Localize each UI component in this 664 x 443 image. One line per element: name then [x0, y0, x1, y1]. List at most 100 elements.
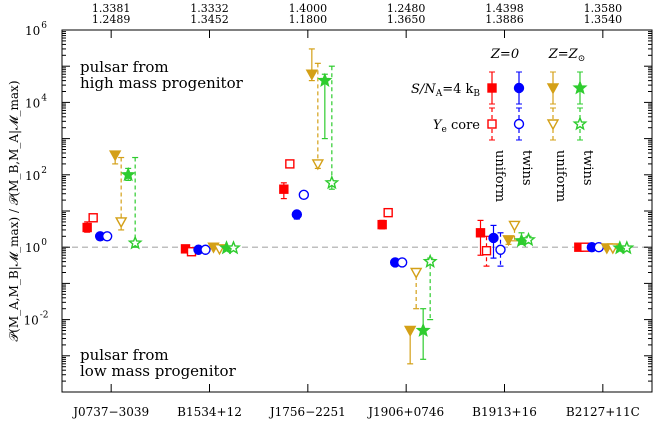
data-point: [311, 159, 325, 171]
data-point: [619, 240, 635, 255]
legend-zsun-header: Z=Z⊙: [548, 47, 586, 64]
data-point: [114, 217, 128, 229]
data-point: [225, 240, 242, 255]
y-axis-label: 𝒫(M_A,M_B|𝓜_max) / 𝒫(M_B,M_A|𝓜_max): [7, 80, 21, 341]
legend-marker: [546, 83, 560, 95]
data-point: [502, 235, 515, 247]
annotation-high-line2: high mass progenitor: [80, 74, 244, 92]
data-marks: [82, 48, 635, 365]
mass-pair-top: 1.3332: [190, 2, 229, 15]
y-tick-exponent: 4: [41, 93, 47, 103]
legend-column-label: twins: [519, 150, 534, 186]
legend-z0-header: Z=0: [490, 47, 519, 62]
x-category-label: J1756−2251: [268, 405, 346, 419]
mass-pair-bottom: 1.3650: [387, 13, 426, 26]
axis-ticks: [62, 29, 652, 393]
data-point: [305, 69, 319, 81]
data-point: [415, 322, 431, 337]
legend-zsun-subscript: ⊙: [578, 54, 586, 64]
data-point: [200, 244, 211, 255]
y-tick-label: 102: [25, 166, 47, 183]
legend-row1-part: S/N: [411, 82, 436, 97]
series-group: [114, 62, 620, 310]
data-point: [488, 232, 499, 244]
data-point: [475, 228, 486, 238]
legend-row1-part: =4 k: [442, 82, 473, 97]
data-point: [377, 219, 387, 230]
legend-row2-sub: e: [442, 125, 447, 135]
data-point: [291, 209, 303, 220]
legend-row2-part: Y: [433, 118, 443, 133]
mass-pair-top: 1.4000: [289, 2, 328, 15]
data-point: [88, 213, 98, 223]
legend-column-label: twins: [580, 150, 595, 186]
y-tick-label: 100: [25, 238, 47, 255]
x-category-label: B2127+11C: [566, 405, 640, 419]
mass-pair-top: 1.3580: [584, 2, 623, 15]
y-tick-exponent: -2: [40, 311, 49, 321]
mass-pair-bottom: 1.3452: [190, 13, 229, 26]
data-point: [82, 222, 92, 233]
legend-column-label: uniform: [492, 150, 507, 202]
legend-marker: [546, 119, 560, 131]
data-point: [422, 253, 438, 269]
legend-marker: [572, 116, 588, 131]
legend-row1-sub: B: [473, 89, 480, 99]
data-point: [279, 184, 289, 194]
x-category-label: B1913+16: [472, 405, 537, 419]
series-group: [88, 159, 590, 267]
mass-pair-top: 1.4398: [485, 2, 524, 15]
data-point: [409, 267, 423, 279]
series-group: [101, 189, 605, 268]
x-category-label: J1906+0746: [366, 405, 444, 419]
data-point: [508, 220, 521, 232]
y-tick-exponent: 6: [41, 21, 47, 31]
mass-pair-top: 1.2480: [387, 2, 426, 15]
data-point: [520, 231, 537, 247]
data-point: [101, 231, 113, 242]
y-tick-label: 10-2: [23, 311, 48, 328]
y-tick-exponent: 0: [41, 238, 47, 248]
series-group: [127, 65, 635, 321]
mass-pair-bottom: 1.3540: [584, 13, 623, 26]
legend-marker: [513, 82, 525, 94]
legend-marker: [513, 118, 525, 130]
series-group: [120, 72, 628, 360]
series-group: [108, 48, 614, 365]
legend-row2-part: core: [447, 118, 480, 133]
mass-pair-bottom: 1.1800: [289, 13, 328, 26]
legend-marker: [487, 83, 497, 93]
data-point: [317, 72, 333, 88]
x-category-label: B1534+12: [177, 405, 242, 419]
data-point: [324, 174, 340, 190]
data-point: [127, 235, 143, 250]
y-tick-label: 104: [25, 93, 47, 110]
data-point: [396, 257, 408, 268]
legend-row1-sub: A: [435, 89, 443, 99]
data-point: [120, 166, 136, 182]
legend: Z=0 Z=Z⊙ S/NA=4 kB Ye core uniform twins unifo…: [411, 47, 595, 202]
y-tick-exponent: 2: [41, 166, 47, 176]
data-point: [403, 325, 417, 337]
series-group: [82, 182, 584, 256]
legend-column-label: uniform: [553, 150, 568, 202]
data-point: [383, 207, 393, 218]
legend-marker: [487, 119, 497, 129]
y-tick-label: 106: [25, 21, 47, 38]
legend-marker: [572, 80, 588, 95]
mass-pair-bottom: 1.2489: [92, 13, 131, 26]
data-point: [108, 150, 122, 162]
annotation-low-line1: pulsar from: [80, 346, 169, 364]
data-point: [481, 246, 492, 256]
mass-pair-bottom: 1.3886: [485, 13, 524, 26]
data-point: [285, 159, 295, 169]
annotation-high-line1: pulsar from: [80, 58, 169, 76]
legend-row1-label: S/NA=4 kB: [411, 82, 480, 99]
data-point: [495, 244, 506, 255]
legend-row2-label: Ye core: [433, 118, 480, 135]
annotation-low-line2: low mass progenitor: [80, 362, 237, 380]
mass-pair-top: 1.3381: [92, 2, 131, 15]
data-point: [298, 189, 310, 201]
